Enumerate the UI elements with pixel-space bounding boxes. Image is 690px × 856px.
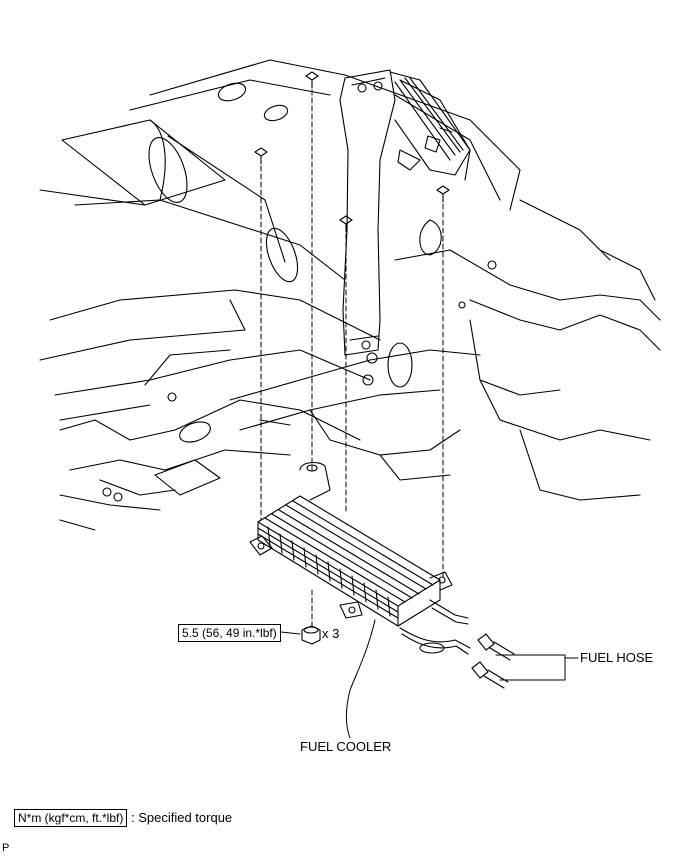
legend-description: : Specified torque (130, 810, 233, 825)
mounting-bolts (254, 71, 450, 233)
alignment-lines (260, 89, 444, 629)
leader-lines (280, 619, 579, 739)
center-bracket (339, 69, 396, 356)
underbody-frame (39, 59, 661, 531)
fuel-cooler (249, 461, 471, 655)
torque-quantity: x 3 (322, 626, 340, 641)
fuel-hose-label: FUEL HOSE (580, 650, 654, 665)
torque-spec: 5.5 (56, 49 in.*lbf) (178, 624, 281, 642)
torque-legend: N*m (kgf*cm, ft.*lbf) : Specified torque (14, 809, 232, 827)
page-marker: P (2, 842, 10, 854)
upper-right-ribs (389, 71, 471, 176)
mounting-nut (301, 625, 321, 645)
torque-value-box: 5.5 (56, 49 in.*lbf) (178, 624, 281, 642)
fuel-cooler-label: FUEL COOLER (300, 739, 392, 754)
legend-unit-box: N*m (kgf*cm, ft.*lbf) (14, 809, 128, 827)
